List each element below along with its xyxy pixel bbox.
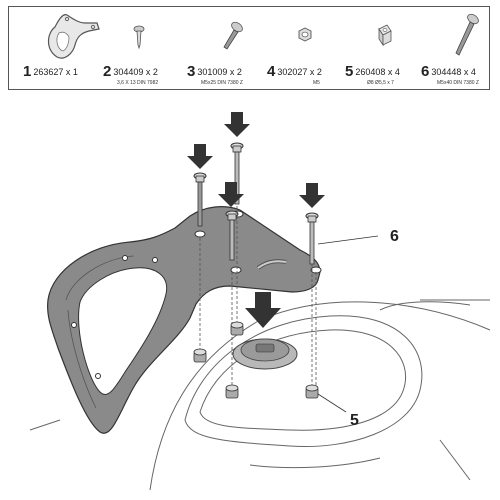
tank-ring-bracket <box>47 206 322 434</box>
arrow-down-icon <box>245 292 281 328</box>
bolt-icon <box>223 21 243 50</box>
spacer-icon <box>378 24 392 47</box>
part-2-spec: 3,6 X 13 DIN 7982 <box>117 80 159 86</box>
part-6-spec: M5x40 DIN 7380 Z <box>437 80 479 86</box>
part-5-spec: Ø8 Ø5,5 x 7 <box>367 80 394 86</box>
bolt-right <box>305 212 319 265</box>
callout-6: 6 <box>390 228 399 245</box>
long-bolt-icon <box>455 13 479 56</box>
leader-line-5 <box>317 393 347 413</box>
arrow-down-icon <box>299 183 325 208</box>
spacer-3 <box>225 384 239 399</box>
bolt-top-center <box>230 142 244 205</box>
spacer-2 <box>230 321 244 336</box>
spacer-1 <box>193 348 207 363</box>
arrow-down-icon <box>224 112 250 137</box>
nut-icon <box>298 27 312 42</box>
bolt-left <box>193 172 207 227</box>
vent-hose <box>256 259 287 270</box>
assembly-diagram <box>29 112 491 491</box>
fuel-cap <box>232 338 298 370</box>
self-tapping-screw-icon <box>133 25 145 50</box>
part-3-spec: M5x25 DIN 7380 Z <box>201 80 243 86</box>
callout-5: 5 <box>350 412 359 429</box>
tank-ring-bracket-icon <box>47 14 100 59</box>
arrow-down-icon <box>218 182 244 207</box>
spacer-4 <box>305 384 319 399</box>
part-4-spec: M5 <box>313 80 320 86</box>
arrow-down-icon <box>187 144 213 169</box>
leader-line-6 <box>317 235 379 245</box>
bolt-middle <box>225 210 239 261</box>
